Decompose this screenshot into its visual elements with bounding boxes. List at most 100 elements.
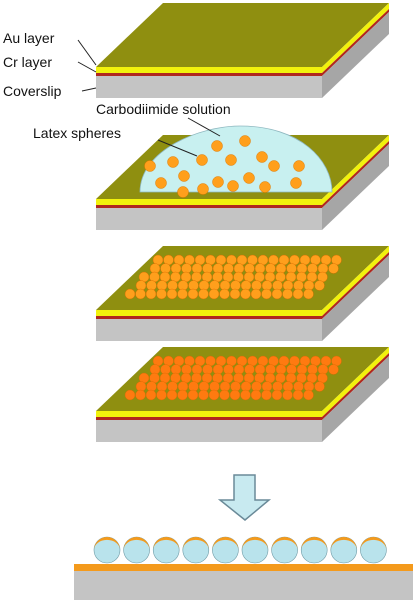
coverslip-side [322, 255, 389, 341]
latex-sphere [177, 186, 189, 198]
chromium-layer-side [322, 9, 389, 76]
monolayer-sphere [219, 389, 230, 401]
latex-sphere [290, 177, 302, 189]
monolayer-sphere [229, 288, 241, 300]
chromium-layer-side [322, 252, 389, 319]
gold-layer-side [322, 246, 389, 316]
leader-lines [77, 39, 221, 157]
latex-sphere [227, 180, 239, 192]
chromium-layer-edge [96, 73, 322, 76]
carbodiimide-solution-label: Carbodiimide solution [96, 101, 231, 117]
gold-cap [242, 537, 268, 550]
monolayer-sphere [219, 288, 230, 300]
monolayer-sphere [156, 288, 167, 300]
down-arrow-icon [217, 474, 272, 521]
gold-layer-edge [96, 67, 322, 73]
monolayer-sphere [229, 389, 241, 401]
monolayer-sphere [282, 288, 293, 300]
gold-layer-side [322, 135, 389, 205]
monolayer-sphere [240, 389, 251, 401]
gold-cap [330, 537, 357, 550]
monolayer-sphere [198, 389, 209, 401]
monolayer-sphere [303, 389, 314, 401]
monolayer-sphere [177, 288, 188, 300]
stage-1-substrate [96, 3, 389, 98]
au-layer-leader [77, 39, 97, 66]
monolayer-sphere [328, 263, 339, 274]
gold-layer-side [322, 347, 389, 417]
monolayer-sphere [282, 389, 293, 401]
latex-sphere [197, 183, 209, 195]
gold-cap [212, 537, 239, 550]
monolayer-sphere [292, 288, 304, 300]
gold-layer-side [322, 3, 389, 73]
gold-cap [94, 537, 120, 550]
monolayer-sphere [187, 288, 199, 300]
latex-sphere [239, 135, 251, 147]
monolayer-sphere [135, 389, 146, 401]
gold-cap [153, 537, 180, 550]
monolayer-sphere [314, 280, 325, 291]
monolayer-sphere [124, 389, 136, 401]
gold-cap [360, 537, 387, 550]
monolayer-sphere [261, 389, 272, 401]
stage-3-monolayer [96, 246, 389, 341]
gold-layer-edge [96, 310, 322, 316]
monolayer-sphere [250, 288, 262, 300]
latex-sphere [243, 172, 255, 184]
side-view-substrate [74, 570, 413, 600]
monolayer-sphere [145, 288, 157, 300]
latex-sphere [268, 160, 280, 172]
monolayer-sphere [250, 389, 262, 401]
gold-cap [182, 537, 209, 550]
monolayer-sphere [145, 389, 157, 401]
monolayer-sphere [314, 381, 325, 392]
monolayer-sphere [328, 364, 339, 375]
latex-sphere [256, 151, 268, 163]
chromium-layer-side [322, 141, 389, 208]
latex-spheres-label: Latex spheres [33, 125, 121, 141]
coverslip-front [96, 420, 322, 442]
chromium-layer-edge [96, 316, 322, 319]
monolayer-sphere [135, 288, 146, 300]
gold-cap [123, 537, 150, 550]
cr-layer-label: Cr layer [3, 54, 53, 70]
chromium-layer-edge [96, 417, 322, 420]
coverslip-front [96, 208, 322, 230]
latex-sphere [259, 181, 271, 193]
latex-sphere [211, 140, 223, 152]
latex-sphere [212, 176, 224, 188]
coverslip-leader [81, 87, 97, 92]
latex-sphere [167, 156, 179, 168]
solution-leader [187, 117, 221, 137]
au-layer-label: Au layer [3, 30, 55, 46]
coverslip-front [96, 76, 322, 98]
cr-layer-leader [77, 61, 97, 73]
monolayer-sphere [303, 288, 314, 300]
monolayer-sphere [208, 389, 220, 401]
latex-sphere [196, 154, 208, 166]
monolayer-sphere [187, 389, 199, 401]
latex-sphere [144, 160, 156, 172]
spheres-leader [157, 139, 198, 157]
latex-sphere [155, 177, 167, 189]
monolayer-sphere [166, 389, 178, 401]
gold-cap [271, 537, 298, 550]
stage-2-droplet [96, 125, 389, 230]
gold-layer-edge [96, 411, 322, 417]
stage-5-side-view [74, 536, 413, 600]
coverslip-side [322, 356, 389, 442]
monolayer-sphere [271, 288, 283, 300]
stage-4-etched-monolayer [96, 347, 389, 442]
monolayer-sphere [240, 288, 251, 300]
coverslip-side [322, 144, 389, 230]
gold-cap [301, 537, 328, 550]
coverslip-front [96, 319, 322, 341]
monolayer-sphere [271, 389, 283, 401]
side-view-gold-film [74, 564, 413, 571]
gold-top-surface [96, 3, 389, 67]
monolayer-sphere [261, 288, 272, 300]
latex-sphere [225, 154, 237, 166]
coverslip-label: Coverslip [3, 83, 62, 99]
